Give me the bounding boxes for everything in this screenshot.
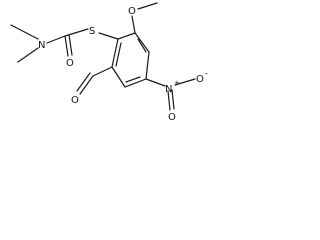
bond-carbonyl-oxygen-a (64, 35, 69, 57)
ring-bond-c1-c2 (117, 32, 136, 40)
methoxy-oxygen-label: O (128, 6, 136, 17)
bond-nitro-oxygen-single (174, 78, 196, 86)
nitro-nitrogen-label: N (165, 84, 172, 95)
nitro-positive-charge-label: + (174, 79, 180, 87)
ring-inner-bond-c (115, 42, 122, 67)
bond-methyl2-nitrogen (17, 47, 39, 63)
ring-bond-c4-c5 (124, 78, 147, 88)
nitro-oxygen-double-label: O (168, 112, 176, 123)
atom-label-layer: N S O O N + O O - O (38, 6, 208, 123)
bond-formyl-oxygen-a (79, 75, 94, 95)
bond-methyl1-nitrogen (10, 24, 39, 40)
bond-layer (10, 2, 196, 111)
ring-bond-c2-c3 (134, 32, 150, 53)
nitro-oxygen-single-label: O (196, 74, 204, 85)
bond-methoxy-oxygen-methyl (137, 2, 158, 10)
ring-bond-c3-c4 (145, 51, 150, 80)
formyl-oxygen-label: O (71, 95, 79, 106)
chemical-structure-diagram: N S O O N + O O - O (0, 0, 229, 144)
thio-carbonyl-oxygen-label: O (66, 58, 74, 69)
bond-formyl-oxygen-b (76, 72, 91, 92)
nitro-negative-charge-label: - (205, 69, 208, 78)
ring-inner-bond-a (137, 38, 147, 53)
ring-bond-c5-c6 (111, 66, 126, 88)
bond-ring-nitro (145, 78, 166, 87)
sulfur-label: S (89, 26, 95, 37)
nitrogen-amide-label: N (38, 40, 45, 51)
bond-ring-methoxy-oxygen (131, 15, 136, 34)
bond-carbonyl-sulfur (64, 28, 89, 37)
molecule-drawing: N S O O N + O O - O (10, 2, 208, 123)
bond-sulfur-ring (98, 32, 119, 40)
bond-carbonyl-oxygen-b (68, 34, 73, 56)
bond-ring-formyl (92, 66, 113, 77)
ring-inner-bond-b (125, 76, 141, 83)
bond-nitro-oxygen-double-b (171, 89, 175, 110)
ring-bond-c6-c1 (111, 38, 119, 68)
bond-nitrogen-carbonyl (46, 35, 66, 44)
bond-nitro-oxygen-double-a (167, 90, 171, 111)
